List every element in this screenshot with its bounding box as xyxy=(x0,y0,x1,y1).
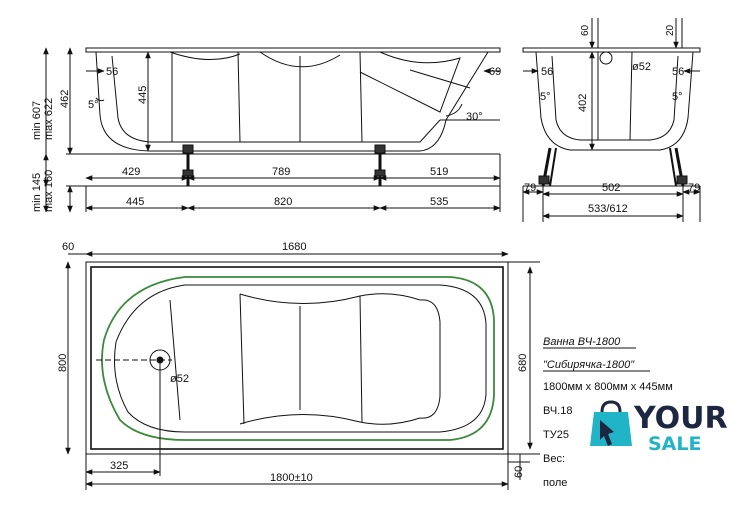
logo-word-sale: SALE xyxy=(648,433,701,455)
plan-wave-top xyxy=(239,293,421,304)
side-rim xyxy=(85,47,501,53)
dim-519: 519 xyxy=(430,166,448,178)
end-view-labels: 60 20 ø52 56 56 402 5° 5° 79 79 502 533/… xyxy=(524,24,700,215)
label-end-20: 20 xyxy=(665,24,676,36)
side-body xyxy=(95,51,489,152)
spec-model: Ванна ВЧ-1800 xyxy=(543,336,621,348)
label-end-angle-right: 5° xyxy=(672,91,683,103)
side-inner-floor xyxy=(111,55,441,143)
plan-inner-rim xyxy=(90,266,504,450)
dim-535: 535 xyxy=(430,196,448,208)
label-end-56-left: 56 xyxy=(541,66,553,78)
dim-820: 820 xyxy=(274,196,292,208)
label-end-drain: ø52 xyxy=(632,61,651,73)
spec-code: ВЧ.18 xyxy=(543,405,572,417)
side-leg-left xyxy=(182,144,194,186)
shopping-bag-icon xyxy=(590,400,632,446)
label-end-56-right: 56 xyxy=(672,66,684,78)
spec-block: Ванна ВЧ-1800 "Сибирячка-1800" 1800мм х … xyxy=(543,336,673,489)
label-angle-30: 30° xyxy=(466,111,483,123)
label-end-502: 502 xyxy=(602,182,620,194)
spec-size: 1800мм х 800мм х 445мм xyxy=(543,381,673,393)
end-rim xyxy=(522,47,701,53)
label-angle-5: 5° xyxy=(88,99,99,111)
label-plan-60-top: 60 xyxy=(62,241,74,253)
plan-outer-rim xyxy=(85,261,509,455)
label-end-60: 60 xyxy=(580,24,591,36)
dim-445: 445 xyxy=(126,196,144,208)
end-leg-right xyxy=(669,147,688,187)
plan-view-labels: 60 1680 800 680 ø52 325 1800±10 60 xyxy=(57,241,529,484)
dim-789: 789 xyxy=(272,166,290,178)
spec-weight: Вес: xyxy=(543,453,565,465)
label-max-622: max 622 xyxy=(43,98,55,140)
label-min-607: min 607 xyxy=(31,101,43,140)
plan-headrest-shape xyxy=(419,299,441,419)
logo-word-your: YOUR xyxy=(633,401,728,436)
label-max-160: max 160 xyxy=(43,170,55,212)
spec-name: "Сибирячка-1800" xyxy=(543,359,635,371)
plan-view xyxy=(65,251,540,490)
yoursale-logo: YOUR SALE xyxy=(590,400,728,455)
side-curve-2 xyxy=(169,51,471,89)
plan-wave-bottom xyxy=(239,414,421,425)
label-462: 462 xyxy=(59,90,71,108)
label-end-angle-left: 5° xyxy=(540,91,551,103)
end-body xyxy=(535,51,694,151)
label-plan-680: 680 xyxy=(517,354,529,372)
dim-429: 429 xyxy=(122,166,140,178)
side-leg-right xyxy=(374,144,386,186)
label-445: 445 xyxy=(137,86,149,104)
label-end-79-right: 79 xyxy=(688,182,700,194)
label-plan-drain: ø52 xyxy=(170,373,189,385)
spec-tu: ТУ25 xyxy=(543,429,569,441)
side-view xyxy=(43,47,501,213)
label-plan-800: 800 xyxy=(57,354,69,372)
label-plan-1800: 1800±10 xyxy=(270,472,313,484)
label-plan-325: 325 xyxy=(110,460,128,472)
label-end-79-left: 79 xyxy=(524,182,536,194)
end-view xyxy=(522,18,701,222)
label-plan-60-bottom: 60 xyxy=(513,466,525,478)
plan-basin-inner xyxy=(114,284,487,433)
label-end-533-612: 533/612 xyxy=(588,203,628,215)
label-end-402: 402 xyxy=(577,94,589,112)
side-view-labels: min 607 max 622 462 445 min 145 max 160 … xyxy=(31,66,501,212)
plan-basin-outline xyxy=(101,276,495,441)
end-inner xyxy=(551,55,679,141)
spec-field: поле xyxy=(543,477,567,489)
label-plan-1680: 1680 xyxy=(282,241,306,253)
label-min-145: min 145 xyxy=(31,173,43,212)
label-side-56: 56 xyxy=(106,66,118,78)
end-drain xyxy=(599,51,613,65)
label-side-69: 69 xyxy=(489,66,501,78)
end-leg-left xyxy=(538,147,557,187)
